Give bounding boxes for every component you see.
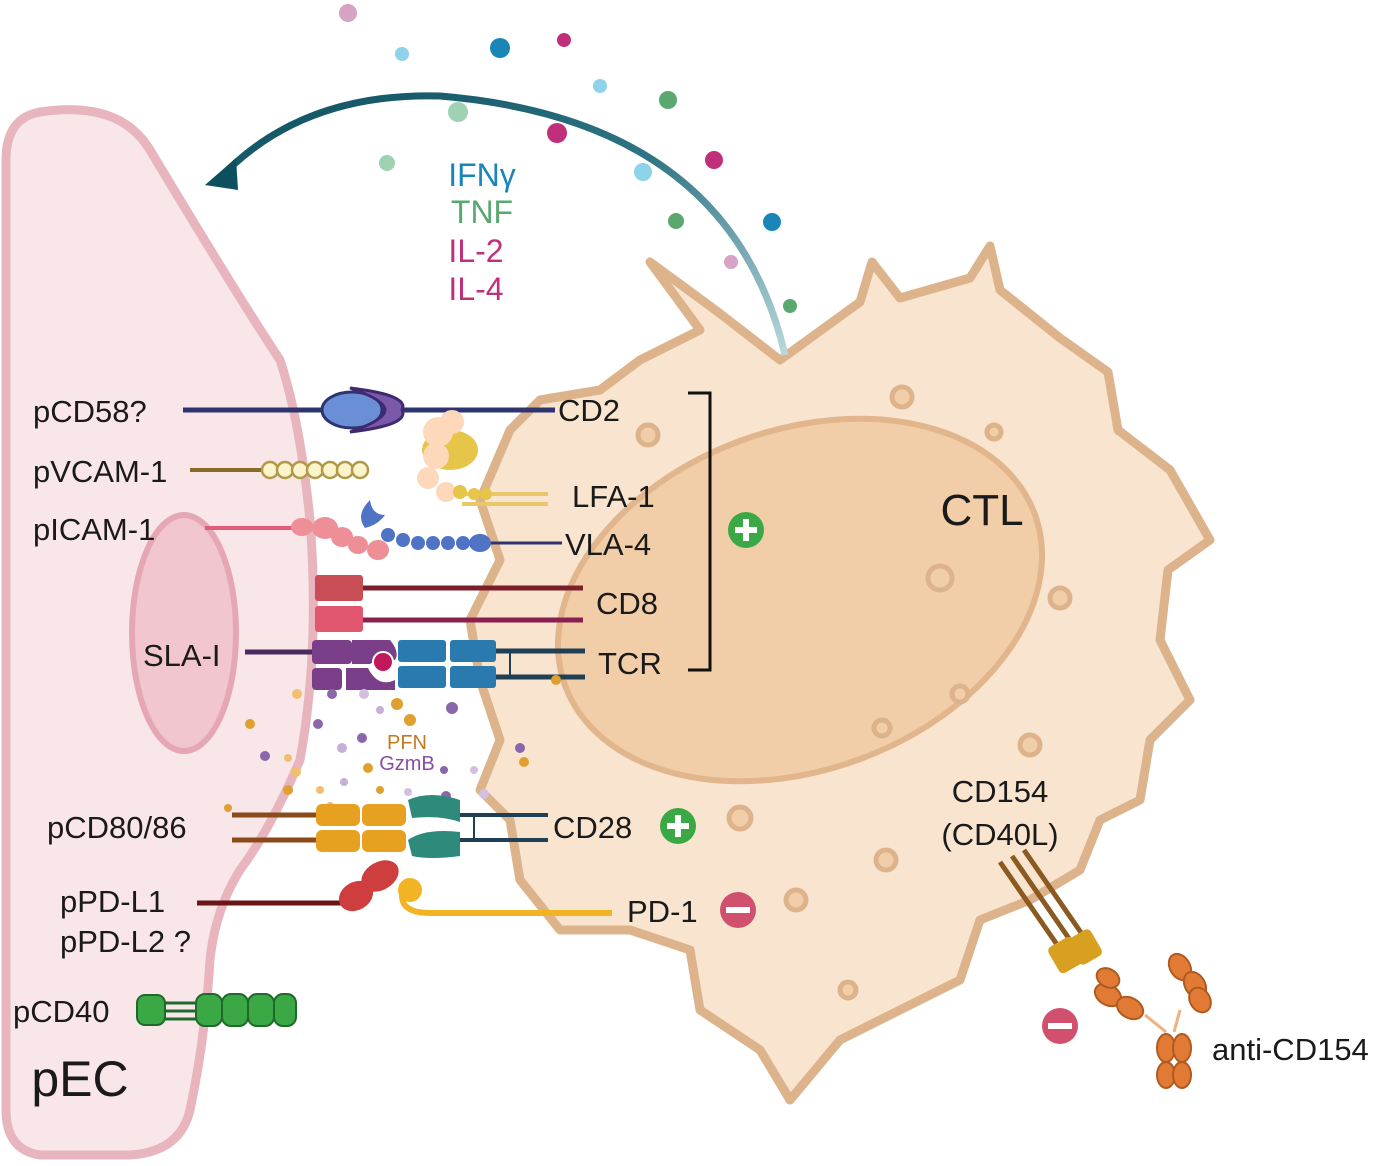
inhibitory-sign-antibody: [1042, 1008, 1078, 1044]
cd40-molecule: [136, 993, 297, 1027]
antibody-label: anti-CD154: [1212, 1032, 1369, 1067]
sla1-tcr-pair: [245, 640, 585, 690]
lfa1-molecule: [417, 410, 548, 506]
endothelial-cell: [1, 105, 318, 1160]
ctl-cell: [465, 241, 1215, 1105]
receptor-label-cd40l: (CD40L): [941, 817, 1058, 852]
receptor-label-pd1: PD-1: [627, 894, 698, 929]
cd58-cd2-pair: [183, 386, 555, 434]
ctl-nucleus: [554, 415, 1046, 785]
ctl-cell-label: CTL: [940, 486, 1023, 535]
ligand-label-pdl2: pPD-L2 ?: [60, 924, 191, 959]
vcam1-molecule: [190, 460, 370, 480]
cytokine-label-il2: IL-2: [448, 233, 503, 269]
cytokine-label-il4: IL-4: [448, 271, 503, 307]
cytokine-label-ifng: IFNγ: [448, 157, 516, 193]
receptor-label-cd154: CD154: [952, 774, 1049, 809]
cd154-antibody-complex: [997, 848, 1212, 1089]
ligand-label-cd80-86: pCD80/86: [47, 810, 187, 845]
perforin-label: PFN: [387, 732, 427, 754]
cytokine-label-tnf: TNF: [451, 194, 513, 230]
stimulatory-sign-cd28: [660, 808, 696, 844]
receptor-label-cd2: CD2: [558, 393, 620, 428]
ligand-label-pdl1: pPD-L1: [60, 884, 165, 919]
endothelial-nucleus: [129, 512, 239, 754]
ligand-label-cd58: pCD58?: [33, 394, 147, 429]
receptor-label-cd8: CD8: [596, 586, 658, 621]
endothelial-cell-label: pEC: [31, 1051, 128, 1107]
inhibitory-sign-pd1: [720, 892, 756, 928]
cd8-molecule: [315, 575, 583, 632]
receptor-label-lfa1: LFA-1: [572, 479, 655, 514]
receptor-label-tcr: TCR: [598, 646, 662, 681]
signal-bracket: [688, 391, 712, 672]
cytokine-particles: [339, 4, 797, 313]
pdl1-pd1-pair: [197, 860, 612, 916]
stimulatory-sign-main: [728, 512, 764, 548]
icam1-vla4-pair: [205, 500, 562, 560]
ligand-label-vcam1: pVCAM-1: [33, 454, 167, 489]
receptor-label-vla4: VLA-4: [565, 527, 651, 562]
cytokine-arrow: [205, 92, 789, 356]
ligand-label-icam1: pICAM-1: [33, 512, 155, 547]
receptor-label-cd28: CD28: [553, 810, 632, 845]
granzyme-b-label: GzmB: [379, 753, 435, 775]
ligand-label-cd40: pCD40: [13, 994, 110, 1029]
ligand-label-sla1: SLA-I: [143, 638, 221, 673]
cd80-cd28-pair: [232, 795, 548, 858]
